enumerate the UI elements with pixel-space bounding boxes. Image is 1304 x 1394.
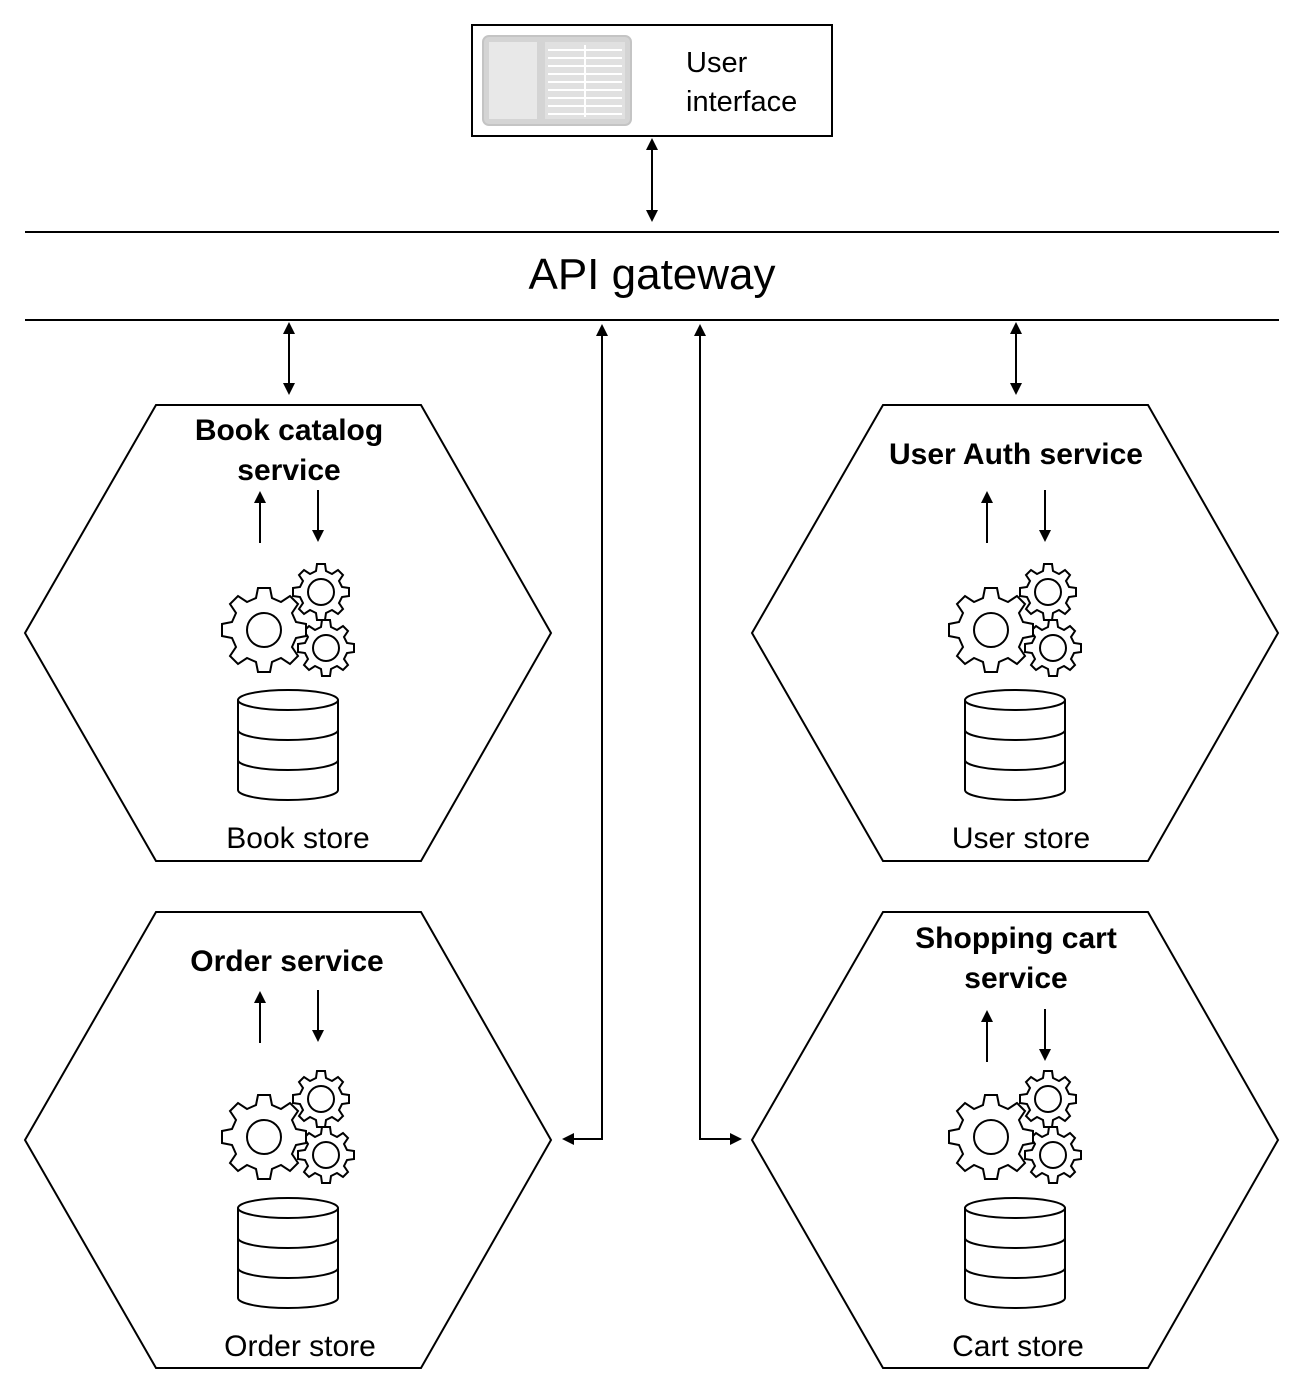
order-service-title: Order service [190, 945, 383, 978]
database-icon [964, 689, 1066, 801]
order-service-hexagon: Order service Order store [23, 911, 553, 1369]
cart-service-title-line2: service [964, 962, 1067, 995]
ui-label-line1: User [686, 47, 748, 79]
ui-mockup-icon [482, 35, 632, 126]
user-store-label: User store [952, 822, 1090, 855]
order-gateway-connector [562, 324, 608, 1145]
shopping-cart-service-hexagon: Shopping cart service Cart store [750, 911, 1280, 1369]
user-auth-service-hexagon: User Auth service User store [750, 404, 1280, 862]
book-service-title-line1: Book catalog [195, 414, 383, 447]
book-service-title-line2: service [237, 454, 340, 487]
database-icon [964, 1197, 1066, 1309]
database-icon [237, 689, 339, 801]
user-interface-box: User interface [471, 24, 833, 137]
order-store-label: Order store [224, 1330, 376, 1363]
book-catalog-service-hexagon: Book catalog service Book store [23, 404, 553, 862]
api-gateway-band: API gateway [25, 231, 1279, 321]
cart-gateway-connector [694, 324, 742, 1145]
cart-service-title-line1: Shopping cart [915, 922, 1117, 955]
auth-service-title: User Auth service [889, 438, 1143, 471]
cart-store-label: Cart store [952, 1330, 1084, 1363]
api-gateway-label: API gateway [528, 250, 775, 299]
ui-label-line2: interface [686, 86, 797, 118]
book-store-label: Book store [226, 822, 369, 855]
database-icon [237, 1197, 339, 1309]
